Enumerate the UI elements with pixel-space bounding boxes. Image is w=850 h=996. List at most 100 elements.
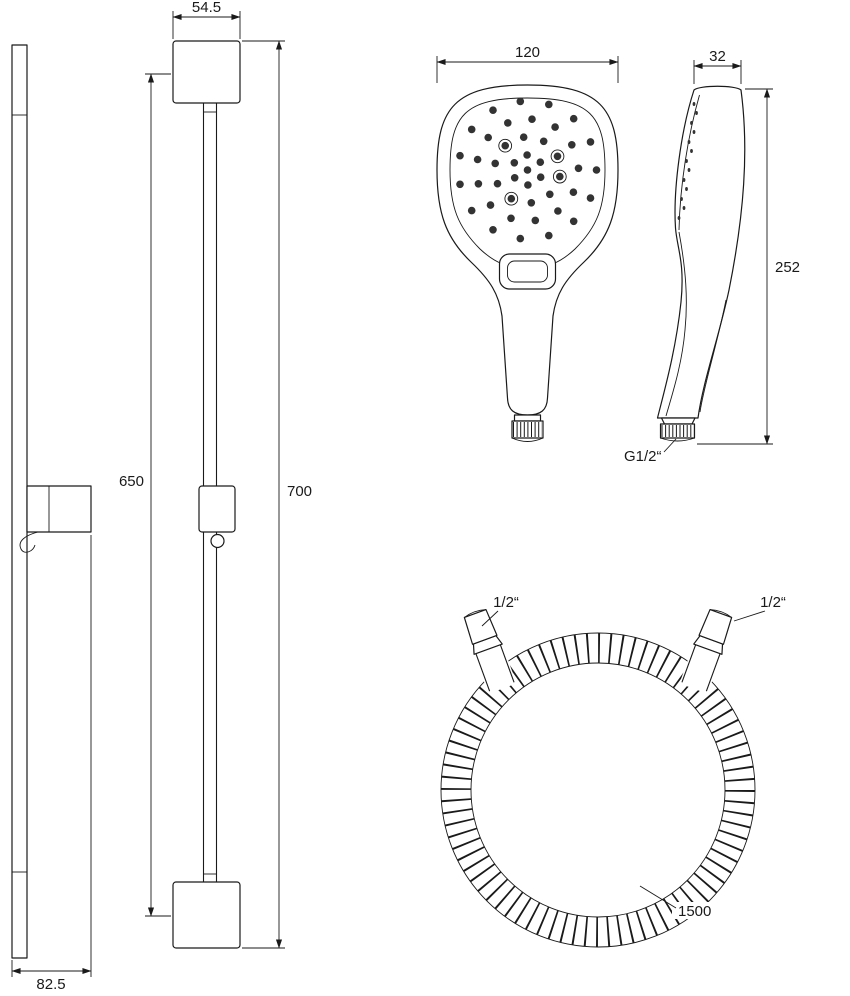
leader-line (663, 438, 677, 453)
side-nozzle-dot (687, 140, 691, 144)
view-hand-shower-front: 120 (436, 44, 619, 442)
side-nozzle-dot (690, 149, 693, 153)
mode-button (498, 253, 557, 290)
spray-nozzle-dot (467, 206, 476, 215)
hand-shower-body-front (436, 84, 619, 416)
dim-label-head-length: 252 (775, 259, 800, 276)
dim-label-bracket-width: 54.5 (192, 0, 221, 16)
hose-connector-left (463, 608, 517, 694)
hose-connector-right (679, 608, 733, 694)
leader-line (481, 610, 499, 627)
side-nozzle-dot (682, 178, 686, 182)
side-nozzle-dot (695, 111, 698, 115)
dim-rail-bar-length: 650 (119, 73, 171, 917)
spray-nozzle-ring (550, 149, 565, 164)
label-hose-length: 1500 (639, 885, 718, 920)
wall-bracket-top (172, 40, 241, 104)
view-rail-side: 82.5 (11, 44, 92, 993)
dim-label-bar-length: 650 (119, 473, 144, 490)
hand-shower-body-side (656, 85, 746, 419)
spray-nozzle-dot (524, 181, 532, 189)
mode-button-inner (507, 260, 548, 283)
dim-rail-total-length: 700 (242, 40, 312, 949)
hose-ribs (441, 633, 755, 947)
leader-line (639, 885, 677, 909)
hose-inner-edge (470, 662, 726, 918)
connector-collar-side (660, 417, 696, 425)
spray-nozzle-dot (510, 159, 519, 167)
spray-nozzle-dot (491, 159, 500, 168)
spray-nozzle-dot (501, 141, 510, 150)
spray-nozzle-dot (486, 201, 495, 209)
dim-rail-side-width: 82.5 (11, 535, 92, 993)
spray-nozzle-dot (516, 97, 525, 106)
holder-block-side (26, 485, 92, 533)
spray-nozzle-dot (536, 158, 545, 166)
spray-nozzle-dot (586, 194, 595, 202)
hose-outer-edge (440, 632, 756, 948)
side-nozzle-field (677, 102, 698, 220)
side-nozzle-dot (692, 130, 696, 134)
spray-nozzle-dot (546, 190, 554, 199)
label-halo (672, 902, 718, 919)
slider-holder (198, 485, 236, 533)
side-nozzle-dot (685, 159, 688, 163)
hose-length-label: 1500 (678, 903, 711, 920)
spray-nozzle-dot (545, 100, 553, 109)
side-contour-line (699, 299, 727, 413)
wall-bracket-bottom (172, 881, 241, 949)
dim-rail-bracket-width: 54.5 (172, 0, 241, 39)
label-hose-conn-left: 1/2“ (481, 594, 519, 627)
spray-nozzle-dot (569, 188, 578, 196)
spray-nozzle-dot (592, 166, 601, 174)
spray-nozzle-dot (456, 180, 464, 189)
view-hand-shower-side: 32 252 G1/2“ (624, 48, 800, 465)
label-hose-conn-right: 1/2“ (733, 594, 786, 622)
hose-end-edge (681, 644, 697, 683)
slider-ring (210, 533, 225, 549)
view-rail-front: 54.5 650 700 (119, 0, 312, 949)
connector-collar-front (513, 414, 542, 422)
spray-nozzle-dot (569, 217, 578, 226)
spray-nozzle-dot (474, 180, 483, 188)
spray-nozzle-ring (504, 191, 519, 206)
connector-end-cap-side (660, 437, 695, 442)
hose-end-edge (705, 653, 721, 692)
dim-head-length: 252 (697, 88, 800, 445)
hose-end-edge (499, 644, 515, 683)
spray-nozzle-dot (510, 174, 519, 182)
dim-head-depth: 32 (693, 48, 742, 84)
dim-label-total-length: 700 (287, 483, 312, 500)
side-nozzle-dot (690, 121, 693, 125)
spray-nozzle-ring (498, 138, 513, 153)
spray-nozzle-dot (489, 106, 497, 114)
spray-nozzle-dot (569, 114, 578, 123)
spray-nozzle-dot (493, 179, 502, 188)
spray-nozzle-dot (527, 199, 536, 207)
spray-nozzle-dot (516, 234, 525, 243)
label-thread-size: G1/2“ (624, 438, 677, 465)
rail-bar-side (11, 44, 28, 959)
thread-size-label: G1/2“ (624, 448, 662, 465)
dim-label-head-depth: 32 (709, 48, 726, 65)
spray-nozzle-dot (523, 166, 532, 174)
spray-nozzle-dot (473, 155, 482, 164)
spray-nozzle-dot (528, 115, 536, 123)
side-nozzle-dot (685, 187, 688, 191)
side-nozzle-dot (682, 206, 686, 210)
dim-label-rail-side-width: 82.5 (36, 976, 65, 993)
spray-nozzle-dot (489, 226, 497, 234)
dim-head-width: 120 (436, 44, 619, 83)
spray-nozzle-dot (545, 231, 553, 240)
spray-nozzle-dot (504, 119, 512, 127)
side-nozzle-dot (677, 216, 681, 220)
spray-nozzle-dot (553, 152, 562, 161)
spray-nozzle-ring (552, 169, 567, 184)
side-nozzle-dot (680, 197, 683, 201)
connector-mask (473, 642, 517, 694)
spray-face-outline (449, 97, 606, 269)
connector-nut (463, 608, 498, 645)
holder-hook (19, 531, 39, 553)
